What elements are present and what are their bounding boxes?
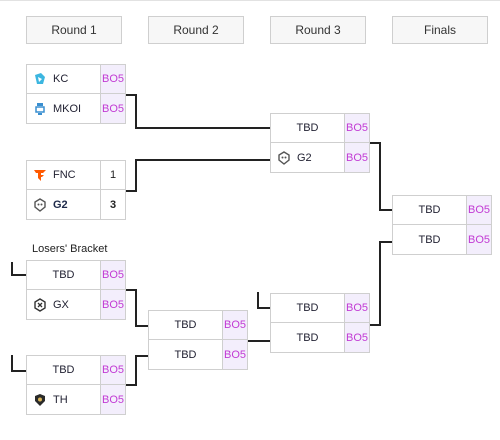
best-of-badge: BO5: [100, 65, 125, 93]
team-g2: G2: [271, 143, 344, 172]
team-row-tbd[interactable]: TBD BO5: [270, 323, 370, 353]
team-name: GX: [53, 298, 69, 311]
match-r1-tbd-vs-gx[interactable]: TBD BO5 GX BO5: [26, 260, 126, 320]
team-name: TBD: [52, 364, 75, 376]
losers-feed-r1d: [11, 355, 26, 372]
team-row-mkoi[interactable]: MKOI BO5: [26, 94, 126, 124]
team-name: TBD: [296, 302, 319, 314]
team-tbd: TBD: [393, 196, 466, 224]
mkoi-logo-icon: [35, 102, 45, 115]
team-row-g2[interactable]: G2 3: [26, 190, 126, 220]
team-row-fnc[interactable]: FNC 1: [26, 160, 126, 190]
best-of-badge: BO5: [344, 294, 369, 322]
connector-r1a-r3a: [126, 94, 270, 129]
round-3-header: Round 3: [270, 16, 366, 44]
team-mkoi: MKOI: [27, 94, 100, 123]
team-row-g2[interactable]: G2 BO5: [270, 143, 370, 173]
team-fnc: FNC: [27, 161, 100, 189]
team-name: TBD: [296, 331, 319, 344]
losers-feed-r1c: [11, 262, 26, 276]
team-row-tbd[interactable]: TBD BO5: [392, 225, 492, 255]
best-of-badge: BO5: [466, 196, 491, 224]
gx-logo-icon: [34, 297, 46, 312]
team-name: TBD: [174, 348, 197, 361]
best-of-badge: BO5: [100, 261, 125, 289]
team-row-tbd[interactable]: TBD BO5: [392, 195, 492, 225]
best-of-badge: BO5: [344, 114, 369, 142]
team-tbd: TBD: [149, 311, 222, 339]
match-score: 3: [100, 190, 125, 219]
best-of-badge: BO5: [100, 290, 125, 319]
team-row-tbd[interactable]: TBD BO5: [270, 293, 370, 323]
team-row-tbd[interactable]: TBD BO5: [270, 113, 370, 143]
top-divider: [0, 0, 500, 1]
team-name: TBD: [418, 204, 441, 216]
team-name: TBD: [52, 269, 75, 281]
team-row-tbd[interactable]: TBD BO5: [148, 340, 248, 370]
team-tbd: TBD: [271, 323, 344, 352]
team-row-gx[interactable]: GX BO5: [26, 290, 126, 320]
th-logo-icon: [35, 393, 45, 406]
team-row-tbd[interactable]: TBD BO5: [148, 310, 248, 340]
match-r1-kc-vs-mkoi[interactable]: KC BO5 MKOI BO5: [26, 64, 126, 124]
team-row-kc[interactable]: KC BO5: [26, 64, 126, 94]
connector-r3b-final: [370, 241, 392, 326]
connector-r1d-r2a: [126, 355, 148, 386]
best-of-badge: BO5: [100, 94, 125, 123]
match-finals[interactable]: TBD BO5 TBD BO5: [392, 195, 492, 255]
team-tbd: TBD: [27, 356, 100, 384]
connector-r1b-r3a: [126, 159, 270, 192]
team-name: TH: [53, 393, 68, 406]
match-r1-fnc-vs-g2[interactable]: FNC 1 G2 3: [26, 160, 126, 220]
match-r3-tbd-vs-g2[interactable]: TBD BO5 G2 BO5: [270, 113, 370, 173]
team-name: TBD: [296, 122, 319, 134]
team-name: TBD: [174, 319, 197, 331]
best-of-badge: BO5: [344, 323, 369, 352]
losers-feed-r3b: [257, 292, 270, 309]
team-tbd: TBD: [271, 114, 344, 142]
best-of-badge: BO5: [344, 143, 369, 172]
g2-logo-icon: [278, 150, 290, 165]
finals-header: Finals: [392, 16, 488, 44]
match-r3-tbd-vs-tbd[interactable]: TBD BO5 TBD BO5: [270, 293, 370, 353]
team-row-tbd[interactable]: TBD BO5: [26, 355, 126, 385]
best-of-badge: BO5: [222, 311, 247, 339]
team-name: G2: [53, 198, 68, 211]
best-of-badge: BO5: [466, 225, 491, 254]
team-row-th[interactable]: TH BO5: [26, 385, 126, 415]
losers-bracket-label: Losers' Bracket: [32, 243, 108, 255]
team-tbd: TBD: [149, 340, 222, 369]
team-gx: GX: [27, 290, 100, 319]
round-2-header: Round 2: [148, 16, 244, 44]
team-g2: G2: [27, 190, 100, 219]
match-r1-tbd-vs-th[interactable]: TBD BO5 TH BO5: [26, 355, 126, 415]
team-kc: KC: [27, 65, 100, 93]
best-of-badge: BO5: [222, 340, 247, 369]
team-name: MKOI: [53, 102, 82, 115]
best-of-badge: BO5: [100, 356, 125, 384]
best-of-badge: BO5: [100, 385, 125, 414]
team-name: TBD: [418, 233, 441, 246]
team-tbd: TBD: [393, 225, 466, 254]
fnc-logo-icon: [34, 170, 46, 181]
g2-logo-icon: [34, 197, 46, 212]
match-score: 1: [100, 161, 125, 189]
round-1-header: Round 1: [26, 16, 122, 44]
kc-logo-icon: [35, 73, 45, 84]
match-r2-tbd-vs-tbd[interactable]: TBD BO5 TBD BO5: [148, 310, 248, 370]
team-name: FNC: [53, 169, 76, 181]
team-tbd: TBD: [271, 294, 344, 322]
connector-r3a-final: [370, 142, 392, 211]
team-row-tbd[interactable]: TBD BO5: [26, 260, 126, 290]
team-tbd: TBD: [27, 261, 100, 289]
connector-r1c-r2a: [126, 289, 148, 327]
team-name: G2: [297, 151, 312, 164]
team-th: TH: [27, 385, 100, 414]
team-name: KC: [53, 73, 69, 85]
